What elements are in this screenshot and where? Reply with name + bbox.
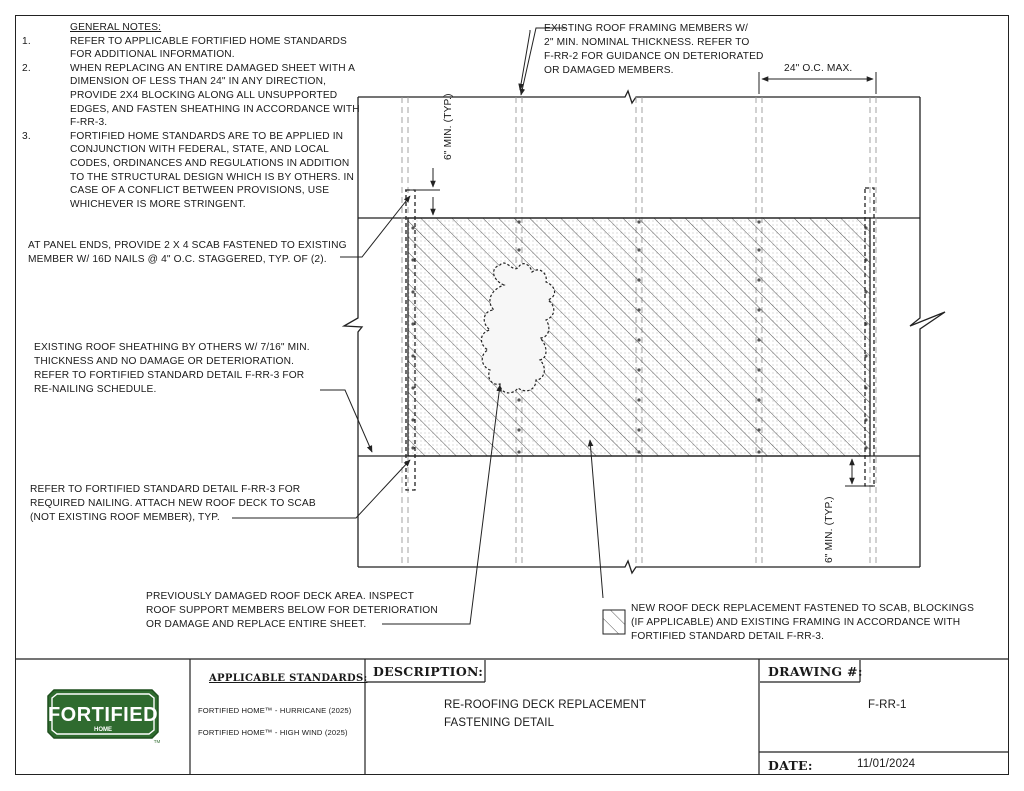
note-item: 2. WHEN REPLACING AN ENTIRE DAMAGED SHEE… [22, 62, 360, 130]
damaged-callout-line-3: OR DAMAGE AND REPLACE ENTIRE SHEET. [146, 619, 367, 630]
standard-hurricane: FORTIFIED HOME™ - HURRICANE (2025) [198, 706, 352, 715]
note-text: FORTIFIED HOME STANDARDS ARE TO BE APPLI… [70, 130, 355, 210]
logo-wordmark: FORTIFIED [48, 704, 158, 726]
framing-callout-line-3: F-RR-2 FOR GUIDANCE ON DETERIORATED [544, 51, 764, 62]
note-number: 3. [22, 130, 31, 142]
damaged-area-outline [480, 262, 556, 394]
drawing-number: F-RR-1 [868, 699, 907, 711]
description-line-1: RE-ROOFING DECK REPLACEMENT [444, 699, 647, 711]
drawing-border [15, 15, 1009, 775]
logo-subtext: HOME [94, 727, 112, 733]
nailing-callout-line-3: (NOT EXISTING ROOF MEMBER), TYP. [30, 512, 220, 523]
title-block-lines [15, 658, 1009, 775]
spacing-label: 24" O.C. MAX. [784, 63, 853, 74]
standard-high-wind: FORTIFIED HOME™ - HIGH WIND (2025) [198, 728, 348, 737]
framing-callout-line-1: EXISTING ROOF FRAMING MEMBERS W/ [544, 23, 749, 34]
sheathing-callout-line-4: RE-NAILING SCHEDULE. [34, 384, 157, 395]
damaged-callout-line-2: ROOF SUPPORT MEMBERS BELOW FOR DETERIORA… [146, 605, 438, 616]
min-dimension-top [405, 168, 440, 216]
sheathing-callout-line-1: EXISTING ROOF SHEATHING BY OTHERS W/ 7/1… [34, 342, 310, 353]
logo-trademark: TM [154, 739, 161, 744]
leader-lines [232, 27, 604, 625]
spacing-dimension [758, 72, 877, 94]
framing-callout-line-4: OR DAMAGED MEMBERS. [544, 65, 674, 76]
min-bottom-label: 6" MIN. (TYP.) [824, 496, 835, 563]
note-number: 2. [22, 62, 31, 74]
framing-callout-line-2: 2" MIN. NOMINAL THICKNESS. REFER TO [544, 37, 750, 48]
description-line-2: FASTENING DETAIL [444, 717, 555, 729]
fortified-home-logo: FORTIFIED HOME TM [44, 688, 162, 744]
legend-line-1: NEW ROOF DECK REPLACEMENT FASTENED TO SC… [631, 603, 975, 614]
sheathing-callout-line-2: THICKNESS AND NO DAMAGE OR DETERIORATION… [34, 356, 295, 367]
damaged-callout-line-1: PREVIOUSLY DAMAGED ROOF DECK AREA. INSPE… [146, 591, 415, 602]
drawing-number-label: DRAWING #: [768, 664, 863, 679]
legend-line-2: (IF APPLICABLE) AND EXISTING FRAMING IN … [631, 617, 961, 628]
general-notes: GENERAL NOTES: 1. REFER TO APPLICABLE FO… [22, 21, 360, 211]
note-number: 1. [22, 35, 31, 47]
general-notes-heading: GENERAL NOTES: [70, 22, 162, 33]
note-text: WHEN REPLACING AN ENTIRE DAMAGED SHEET W… [70, 62, 360, 129]
sheathing-callout-line-3: REFER TO FORTIFIED STANDARD DETAIL F-RR-… [34, 370, 305, 381]
date-label: DATE: [768, 758, 813, 773]
scab-callout-line-2: MEMBER W/ 16D NAILS @ 4" O.C. STAGGERED,… [28, 254, 327, 265]
standards-label: APPLICABLE STANDARDS: [209, 673, 368, 684]
min-dimension-bottom [845, 458, 875, 487]
scab-callout-line-1: AT PANEL ENDS, PROVIDE 2 X 4 SCAB FASTEN… [28, 240, 347, 251]
description-label: DESCRIPTION: [373, 664, 484, 679]
note-item: 3. FORTIFIED HOME STANDARDS ARE TO BE AP… [22, 130, 360, 212]
note-item: 1. REFER TO APPLICABLE FORTIFIED HOME ST… [22, 35, 360, 62]
min-top-label: 6" MIN. (TYP.) [443, 93, 454, 160]
date-value: 11/01/2024 [857, 758, 916, 770]
new-roof-deck-hatch [407, 217, 871, 457]
legend-swatch [602, 609, 626, 635]
nailing-callout-line-2: REQUIRED NAILING. ATTACH NEW ROOF DECK T… [30, 498, 316, 509]
legend-line-3: FORTIFIED STANDARD DETAIL F-RR-3. [631, 631, 825, 642]
note-text: REFER TO APPLICABLE FORTIFIED HOME STAND… [70, 35, 347, 61]
nailing-callout-line-1: REFER TO FORTIFIED STANDARD DETAIL F-RR-… [30, 484, 301, 495]
